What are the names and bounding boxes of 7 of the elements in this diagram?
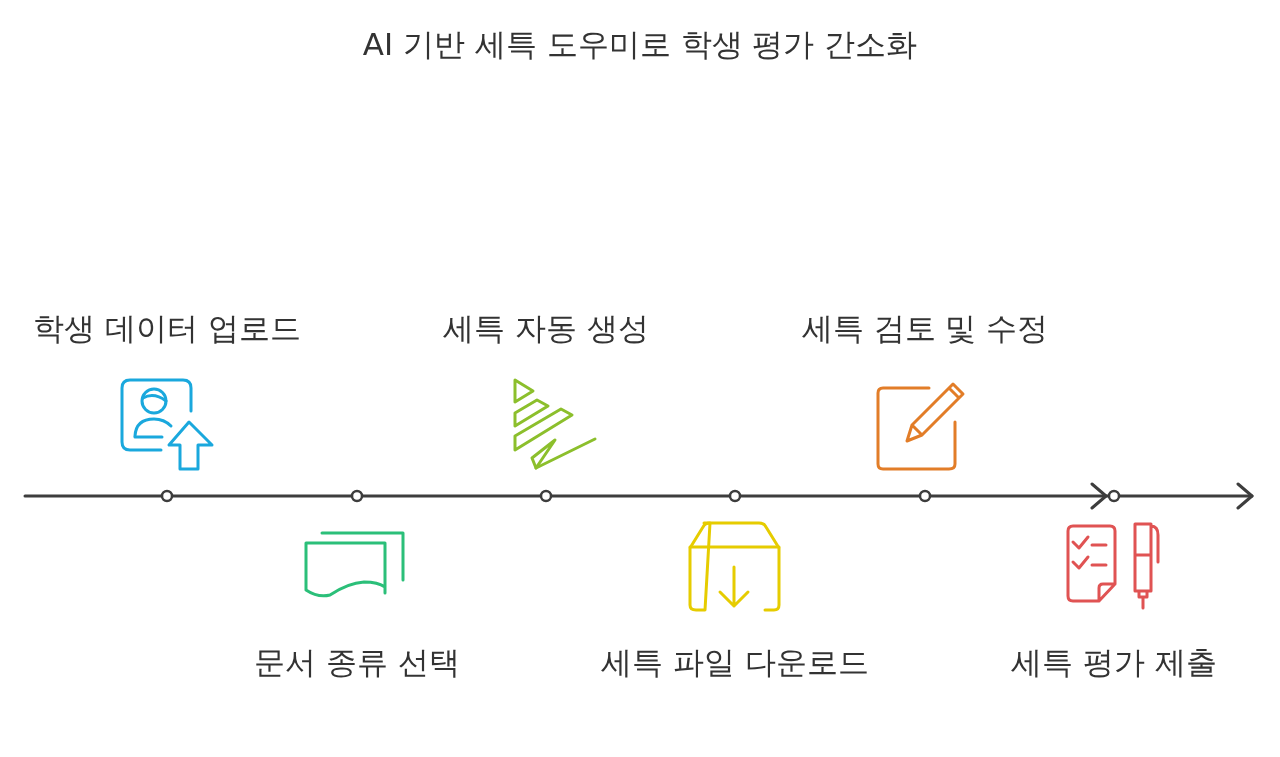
diagram-title: AI 기반 세특 도우미로 학생 평가 간소화 [361,25,919,64]
step-label: 세특 파일 다운로드 [600,643,870,682]
step-label: 세특 평가 제출 [1010,643,1218,682]
step-label: 세특 검토 및 수정 [800,309,1050,348]
step-label: 문서 종류 선택 [253,643,461,682]
step-label: 학생 데이터 업로드 [32,309,302,348]
step-label: 세특 자동 생성 [442,309,650,348]
